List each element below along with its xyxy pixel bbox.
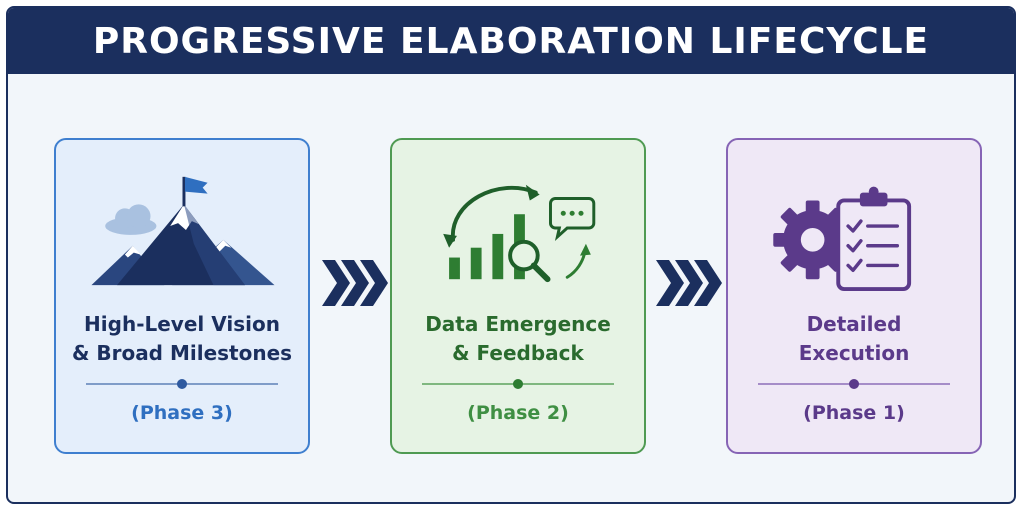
diagram-title: PROGRESSIVE ELABORATION LIFECYCLE — [92, 20, 930, 62]
phase-label: (Phase 3) — [131, 402, 233, 424]
divider-dot — [849, 379, 859, 389]
phase-card-feedback: Data Emergence & Feedback (Phase 2) — [390, 138, 646, 454]
phase-label: (Phase 1) — [803, 402, 905, 424]
title-line: & Feedback — [452, 341, 584, 365]
chart-feedback-icon — [443, 184, 596, 283]
title-bar: PROGRESSIVE ELABORATION LIFECYCLE — [8, 8, 1014, 74]
title-line: Execution — [798, 341, 910, 365]
gear-checklist-icon — [773, 186, 912, 292]
card-divider — [86, 379, 278, 389]
diagram-frame: PROGRESSIVE ELABORATION LIFECYCLE — [6, 6, 1016, 504]
title-line: High-Level Vision — [84, 312, 280, 336]
title-line: & Broad Milestones — [71, 341, 293, 365]
card-divider — [758, 379, 950, 389]
divider-dot — [513, 379, 523, 389]
title-line: Detailed — [806, 312, 902, 336]
phase-card-title: Data Emergence & Feedback — [400, 310, 636, 368]
phase-card-execution: Detailed Execution (Phase 1) — [726, 138, 982, 454]
phase-card-title: Detailed Execution — [736, 310, 972, 368]
title-line: Data Emergence — [425, 312, 611, 336]
mountain-flag-icon — [91, 176, 275, 286]
phase-label: (Phase 2) — [467, 402, 569, 424]
card-divider — [422, 379, 614, 389]
divider-dot — [177, 379, 187, 389]
phase-card-title: High-Level Vision & Broad Milestones — [64, 310, 300, 368]
phase-card-vision: High-Level Vision & Broad Milestones (Ph… — [54, 138, 310, 454]
forward-chevrons-icon — [656, 260, 722, 306]
forward-chevrons-icon — [322, 260, 388, 306]
